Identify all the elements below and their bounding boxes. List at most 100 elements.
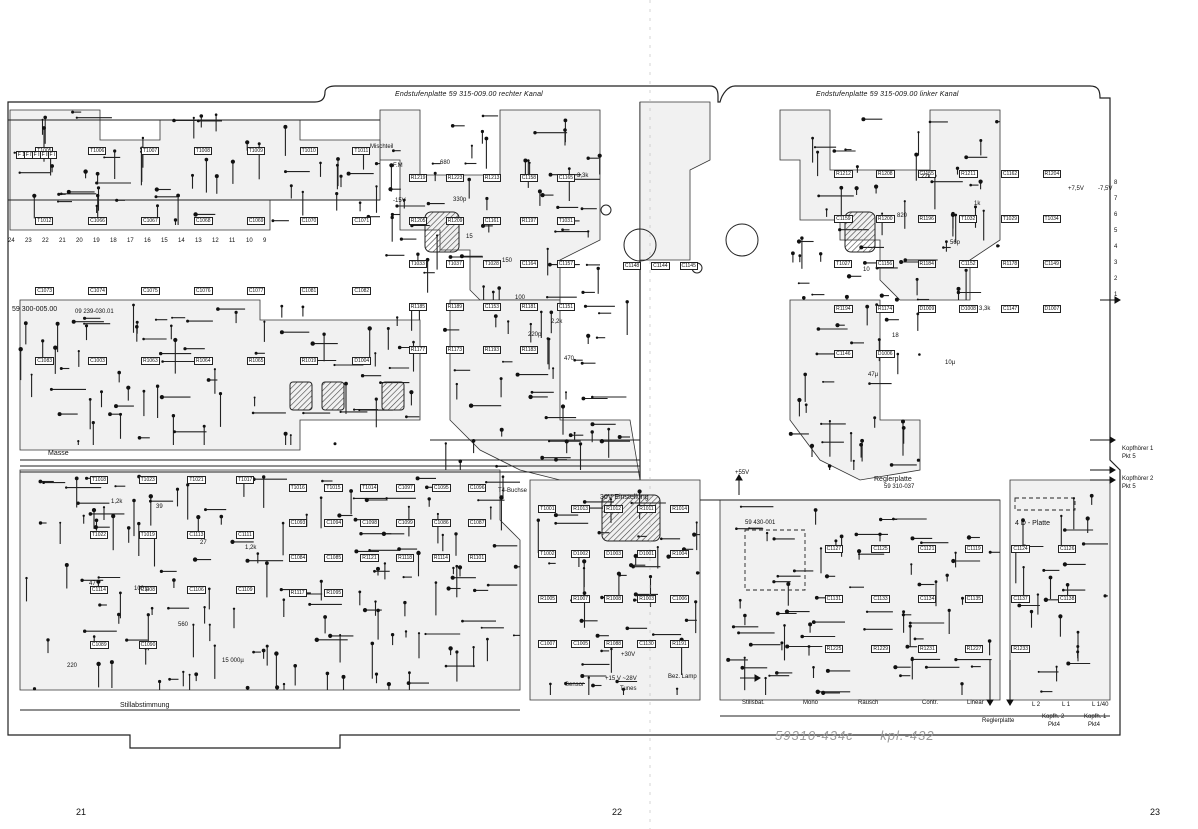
component-c1067: C1067 (141, 217, 160, 225)
component-d1009: D1009 (917, 304, 937, 313)
pin-number: 9 (263, 238, 267, 244)
label-board-430: 59 430-001 (745, 520, 776, 526)
component-r1173: R1173 (445, 346, 465, 355)
component-t1011: T1011 (352, 147, 371, 155)
component-t1027: T1027 (834, 259, 853, 268)
component-t1022: T1022 (89, 530, 109, 539)
component-c1095: C1095 (431, 483, 451, 492)
label-bez-lamp: Bez. Lamp (668, 674, 697, 680)
component-c1005: C1005 (571, 639, 591, 648)
component-value: 15 000µ (222, 658, 244, 664)
component-r1204: R1204 (1042, 169, 1062, 178)
component-r1114: R1114 (431, 553, 450, 562)
page-number-left: 21 (76, 807, 87, 817)
component-c1126: C1126 (1058, 545, 1077, 553)
label-kopfhoerer1-pkt: Pkt 5 (1122, 454, 1136, 460)
component-c1138: C1138 (1058, 595, 1077, 603)
component-c1094: C1094 (324, 518, 344, 527)
label-fm: F.M (393, 163, 403, 169)
component-c1066: C1066 (88, 217, 107, 225)
pin-number: 17 (127, 238, 134, 244)
component-r1212: R1212 (834, 169, 853, 178)
component-r1117: R1117 (288, 588, 307, 597)
component-r1003: R1003 (637, 594, 657, 603)
component-c1135: C1135 (964, 595, 984, 603)
component-r1219: R1219 (408, 174, 428, 183)
component-t1017: T1017 (236, 475, 255, 484)
label-mono: Mono (803, 700, 819, 706)
component-value: 100 (515, 295, 526, 301)
component-value: 27 (200, 540, 207, 546)
component-r1231: R1231 (918, 645, 937, 653)
component-t1021: T1021 (187, 475, 206, 484)
component-c1148: C1148 (622, 261, 642, 270)
component-c1131: C1131 (824, 595, 844, 603)
pin-number: L 1/40 (1092, 702, 1109, 708)
label-minus15: -15V (393, 198, 406, 204)
component-r1189: R1189 (445, 303, 465, 312)
component-c1076: C1076 (193, 287, 213, 295)
component-t1012: T1012 (35, 217, 54, 225)
component-c1073: C1073 (35, 287, 55, 295)
pin-number: 3 (1114, 260, 1118, 266)
pin-number: 16 (144, 238, 151, 244)
label-stillabst: Stillabstimmung (120, 702, 170, 709)
label-kopfhoerer2-pkt: Pkt 5 (1122, 484, 1136, 490)
component-c1075: C1075 (141, 287, 160, 295)
component-c1130: C1130 (637, 639, 656, 648)
component-r1183: R1183 (519, 346, 539, 355)
label-masse: Masse (48, 450, 69, 457)
pin-number: 18 (110, 238, 117, 244)
component-value: 2,2k (551, 319, 563, 325)
component-r1181: R1181 (519, 303, 539, 312)
component-t1028: T1028 (482, 260, 501, 269)
component-t1033: T1033 (408, 260, 427, 269)
pin-number: 5 (1114, 228, 1118, 234)
component-t1016: T1016 (288, 483, 307, 492)
component-c1157: C1157 (556, 260, 576, 269)
label-board-left: 59 300-005.00 (12, 306, 58, 313)
component-value: 47 (89, 581, 96, 587)
component-r1177: R1177 (408, 346, 428, 355)
component-d1008: D1008 (959, 304, 978, 313)
component-value: 150 (502, 258, 513, 264)
component-r1185: R1185 (408, 303, 428, 312)
pin-number: 2 (1114, 276, 1118, 282)
component-value: 220 (67, 663, 78, 669)
component-r1205: R1205 (408, 217, 428, 226)
component-c1007: C1007 (538, 639, 558, 648)
part-number-sheet: kpl.-432 (880, 728, 935, 743)
part-number: 59310-434c kpl.-432 (775, 728, 935, 743)
component-r1208: R1208 (875, 169, 895, 178)
label-mischteil: Mischteil (370, 144, 394, 150)
component-r1014: R1014 (670, 504, 690, 513)
label-regler-nr: 59 310-037 (884, 484, 915, 490)
component-t1037: T1037 (445, 260, 464, 269)
label-reglerplatte-bottom: Reglerplatte (982, 718, 1015, 724)
component-c1161: C1161 (482, 217, 502, 226)
component-d1003: D1003 (604, 549, 624, 558)
pin-number: 6 (1114, 212, 1118, 218)
component-c1070: C1070 (299, 217, 319, 225)
component-c1081: C1081 (299, 287, 319, 295)
component-c1090: C1090 (138, 640, 158, 649)
component-r1225: R1225 (824, 645, 844, 653)
component-value: 56p (950, 240, 961, 246)
component-r1011: R1011 (637, 504, 656, 513)
label-plus15-28: +15 V ~28V (605, 676, 637, 682)
component-c1151: C1151 (556, 303, 576, 312)
component-r1184: R1184 (917, 259, 936, 268)
pin-number: L 1 (1062, 702, 1071, 708)
component-c1149: C1149 (1042, 259, 1061, 268)
label-kopfhoerer1: Kopfhörer 1 (1122, 446, 1154, 452)
component-c1113: C1113 (187, 530, 206, 539)
pin-number: 22 (42, 238, 49, 244)
component-r1019: R1019 (299, 357, 319, 365)
component-c1153: C1153 (482, 303, 502, 312)
component-c1093: C1093 (288, 518, 308, 527)
label-kopfh2-pkt: Pkt4 (1048, 722, 1061, 728)
pin-number: 23 (25, 238, 32, 244)
component-t1034: T1034 (1042, 214, 1061, 223)
component-r1088: R1088 (604, 639, 624, 648)
